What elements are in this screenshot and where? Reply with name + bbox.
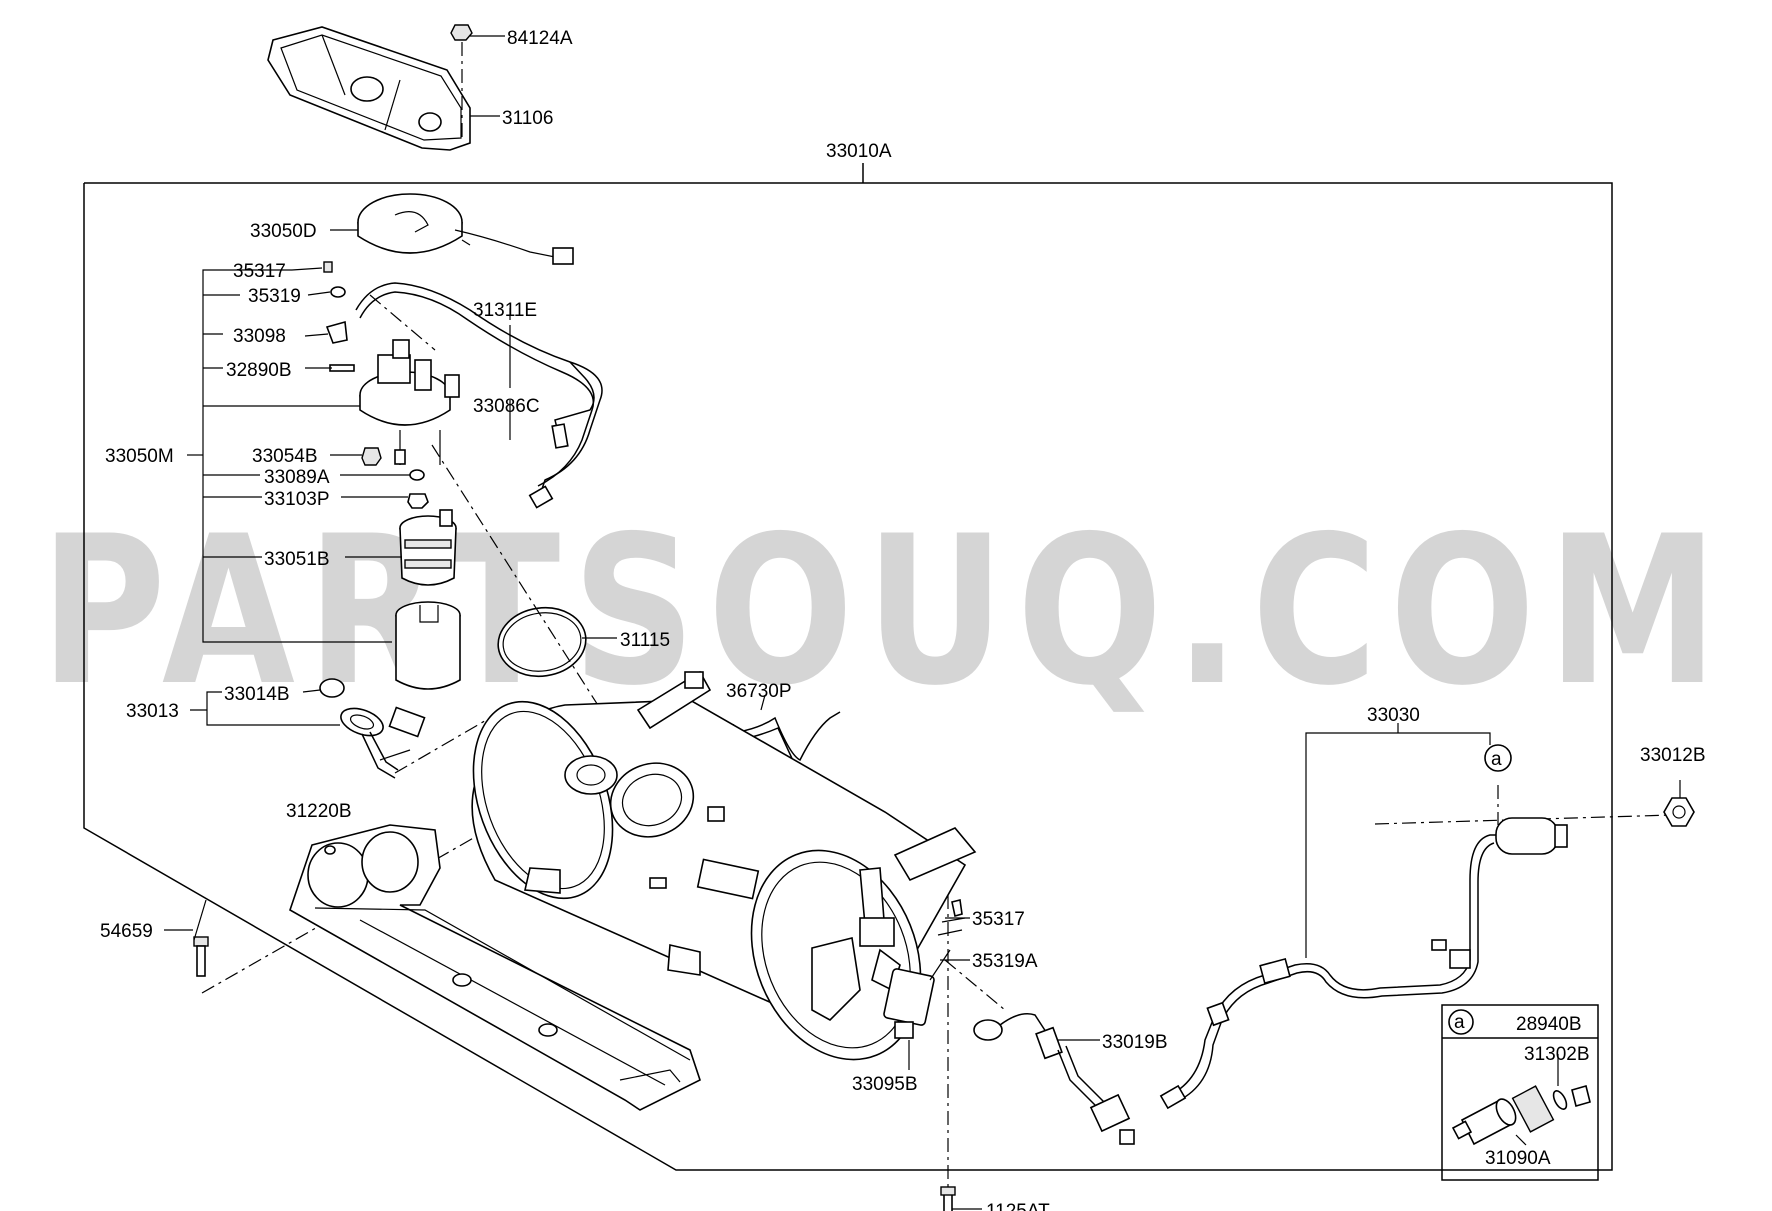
skid-plate-31220B[interactable]: [289, 824, 701, 1111]
label-35319: 35319: [248, 286, 301, 307]
nut-33012B[interactable]: [1663, 797, 1695, 827]
assembly-frame: [83, 163, 1613, 1171]
small-parts-stack[interactable]: [323, 261, 429, 509]
label-33086C: 33086C: [473, 396, 540, 417]
label-31302B: 31302B: [1524, 1044, 1590, 1065]
label-31115: 31115: [620, 630, 670, 651]
leader-lines: [164, 35, 1681, 1210]
inset-filter-parts[interactable]: [1451, 1085, 1591, 1146]
svg-text:a: a: [1454, 1012, 1465, 1033]
label-36730P: 36730P: [726, 681, 792, 702]
label-33095B: 33095B: [852, 1074, 918, 1095]
fuel-filter-33050M[interactable]: [395, 601, 461, 690]
label-28940B: 28940B: [1516, 1014, 1582, 1035]
label-33019B: 33019B: [1102, 1032, 1168, 1053]
watermark-text: PARTSOUQ.COM: [40, 493, 1730, 731]
label-33012B: 33012B: [1640, 745, 1706, 766]
bracket-33013: [190, 691, 340, 726]
o-ring-31115[interactable]: [494, 602, 591, 682]
bracket-33030: [1305, 723, 1491, 958]
label-84124A: 84124A: [507, 28, 573, 49]
label-33013: 33013: [126, 701, 179, 722]
fuel-tank-33010A[interactable]: [448, 670, 977, 1085]
label-33051B: 33051B: [264, 549, 330, 570]
level-sender-33013[interactable]: [319, 678, 426, 779]
pump-motor-33051B[interactable]: [399, 509, 457, 586]
label-33030: 33030: [1367, 705, 1420, 726]
nut-84124A[interactable]: [450, 24, 473, 140]
label-33050D: 33050D: [250, 221, 317, 242]
protector-plate-31106[interactable]: [267, 26, 471, 151]
label-33103P: 33103P: [264, 489, 330, 510]
svg-text:a: a: [1491, 749, 1502, 770]
bracket-33050M: [187, 269, 392, 643]
callout-marker-a-top: a: [1484, 744, 1512, 772]
label-31220B: 31220B: [286, 801, 352, 822]
inset-detail-box: a: [1441, 1004, 1599, 1181]
valve-33095B[interactable]: [883, 949, 951, 1039]
label-31311E: 31311E: [473, 300, 537, 321]
label-33089A: 33089A: [264, 467, 330, 488]
bolt-1125AT[interactable]: [940, 1186, 956, 1211]
label-33014B: 33014B: [224, 684, 290, 705]
label-54659: 54659: [100, 921, 153, 942]
label-1125AT: 1125AT: [986, 1201, 1050, 1211]
label-33054B: 33054B: [252, 446, 318, 467]
clip-35317-lower[interactable]: [937, 899, 966, 936]
fuel-lines-31311E[interactable]: [355, 282, 603, 509]
pump-flange-assembly[interactable]: [359, 339, 460, 465]
sensor-33019B[interactable]: [973, 1013, 1135, 1145]
label-31090A: 31090A: [1485, 1148, 1551, 1169]
label-32890B: 32890B: [226, 360, 292, 381]
label-35317-top: 35317: [233, 261, 286, 282]
label-33050M: 33050M: [105, 446, 174, 467]
label-33098: 33098: [233, 326, 286, 347]
part-labels: 84124A 31106 33010A 33050D 35317 35319 3…: [100, 28, 1706, 1211]
bolt-54659[interactable]: [193, 936, 209, 977]
label-33010A: 33010A: [826, 141, 892, 162]
fuel-line-33030[interactable]: [1159, 817, 1568, 1110]
label-35319A: 35319A: [972, 951, 1038, 972]
pump-cover-33050D[interactable]: [357, 193, 574, 265]
label-35317-lower: 35317: [972, 909, 1025, 930]
label-31106: 31106: [502, 108, 553, 129]
